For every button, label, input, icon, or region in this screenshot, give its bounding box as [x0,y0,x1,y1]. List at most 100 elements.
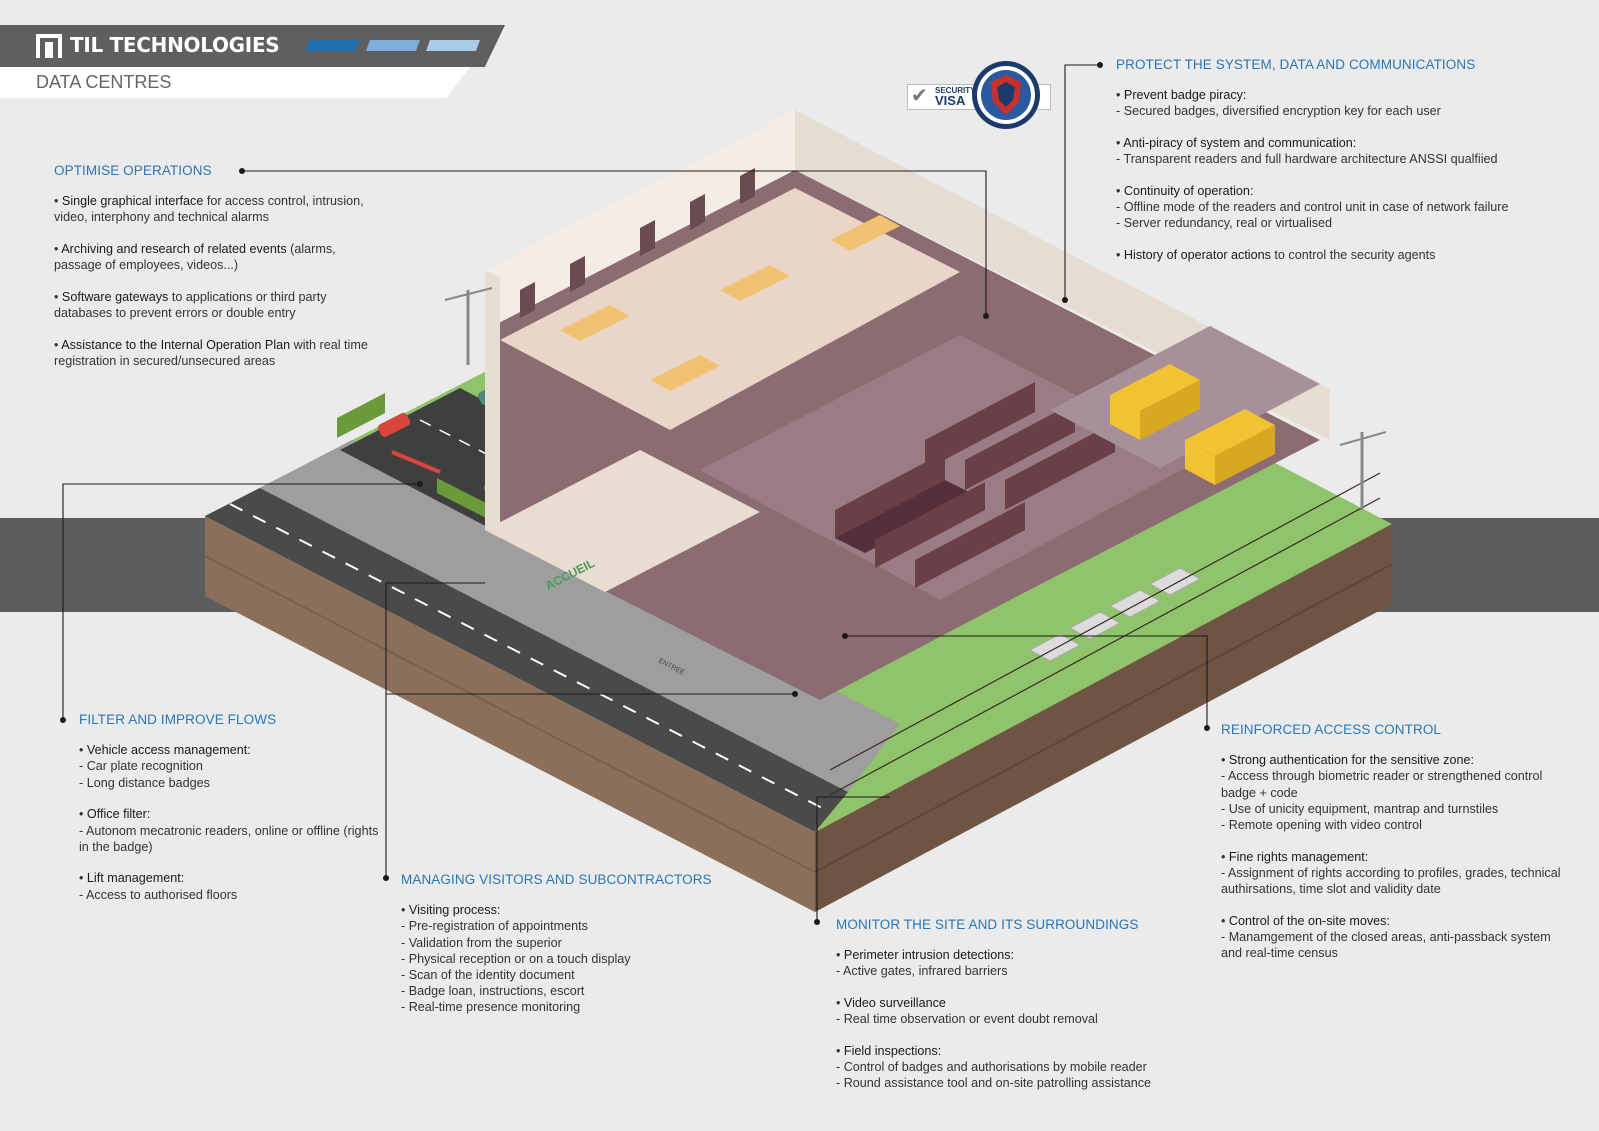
item-title: Office filter: [86,807,151,822]
item-title: Assistance to the Internal Operation Pla… [61,337,291,352]
subtitle-bar [0,67,470,98]
item-line: - Badge loan, instructions, escort [401,984,585,999]
list-item: • Lift management: - Access to authorise… [79,870,379,902]
item-line: - Remote opening with video control [1221,818,1422,833]
item-title: Lift management: [86,871,185,886]
item-line: - Car plate recognition [79,759,203,774]
item-line: - Use of unicity equipment, mantrap and … [1221,801,1499,816]
item-title: Perimeter intrusion detections: [843,948,1015,963]
item-line: - Real time observation or event doubt r… [836,1012,1098,1027]
list-item: • Visiting process: - Pre-registration o… [401,902,731,1015]
monitor-site-block: MONITOR THE SITE AND ITS SURROUNDINGS • … [836,917,1196,1107]
item-line: - Assignment of rights according to prof… [1221,865,1561,897]
item-text: for access control, intrusion, video, in… [54,194,364,225]
item-title: Vehicle access management: [86,743,251,758]
item-title: Control of the on-site moves: [1228,913,1390,928]
list-item: • Software gateways to applications or t… [54,290,327,321]
item-title: Archiving and research of related events [61,242,287,257]
list-item: • Single graphical interface for access … [54,194,364,225]
section-heading: MONITOR THE SITE AND ITS SURROUNDINGS [836,917,1139,932]
reinforced-access-block: REINFORCED ACCESS CONTROL • Strong authe… [1221,722,1571,977]
list-item: • Video surveillance - Real time observa… [836,995,1196,1027]
item-title: Fine rights management: [1228,849,1369,864]
item-text: with real time registration in secured/u… [54,337,368,369]
item-line: - Offline mode of the readers and contro… [1116,200,1509,215]
callout-dots [60,62,1210,925]
list-item: • Assistance to the Internal Operation P… [54,337,368,369]
reception-area [485,450,760,592]
brand-name: TIL TECHNOLOGIES [70,33,280,57]
item-line: - Server redundancy, real or virtualised [1116,216,1333,231]
item-text: to control the security agents [1270,248,1436,263]
item-line: - Real-time presence monitoring [401,1000,581,1015]
item-title: History of operator actions [1123,248,1271,263]
checkmark-icon: ✔ [911,85,928,107]
list-item: • Control of the on-site moves: - Manamg… [1221,913,1571,962]
section-heading: OPTIMISE OPERATIONS [54,163,212,178]
security-visa-badge: ✔ SECURITY VISA [907,60,1052,132]
item-line: - Transparent readers and full hardware … [1116,152,1498,167]
item-line: - Round assistance tool and on-site patr… [836,1076,1152,1091]
list-item: • Prevent badge piracy: - Secured badges… [1116,87,1556,119]
section-heading: PROTECT THE SYSTEM, DATA AND COMMUNICATI… [1116,57,1476,72]
list-item: • Office filter: - Autonom mecatronic re… [79,807,379,854]
section-heading: FILTER AND IMPROVE FLOWS [79,712,277,727]
item-title: Prevent badge piracy: [1123,88,1247,103]
list-item: • Field inspections: - Control of badges… [836,1043,1196,1092]
item-line: - Manamgement of the closed areas, anti-… [1221,930,1551,961]
list-item: • Perimeter intrusion detections: - Acti… [836,947,1196,979]
list-item: • Fine rights management: - Assignment o… [1221,849,1571,898]
item-line: - Access through biometric reader or str… [1221,769,1543,800]
list-item: • Continuity of operation: - Offline mod… [1116,183,1556,232]
item-line: - Access to authorised floors [79,887,238,902]
section-heading: MANAGING VISITORS AND SUBCONTRACTORS [401,872,712,887]
item-line: - Scan of the identity document [401,968,575,983]
item-title: Video surveillance [843,996,946,1011]
building-wall-left [485,110,795,330]
anssi-seal-icon [972,61,1040,129]
server-racks [835,382,1115,588]
cooling-units [1028,567,1202,662]
brand-stripe [304,40,360,51]
item-title: Single graphical interface [61,194,204,209]
brand-bar [0,25,505,67]
item-text: (alarms, passage of employees, videos...… [54,242,336,273]
item-line: - Validation from the superior [401,935,562,950]
list-item: • History of operator actions to control… [1116,248,1436,263]
item-line: - Long distance badges [79,775,210,790]
item-title: Visiting process: [408,903,501,918]
brand-stripe [425,40,481,51]
badge-security-text: SECURITY [935,86,976,95]
protect-system-block: PROTECT THE SYSTEM, DATA AND COMMUNICATI… [1116,57,1556,279]
callout-lines [62,64,1208,922]
item-line: - Secured badges, diversified encryption… [1116,104,1441,119]
item-line: - Physical reception or on a touch displ… [401,951,631,966]
brand-stripe [365,40,421,51]
page-subtitle: DATA CENTRES [36,72,172,92]
item-title: Field inspections: [843,1044,942,1059]
filter-flows-block: FILTER AND IMPROVE FLOWS • Vehicle acces… [79,712,379,918]
item-line: - Pre-registration of appointments [401,919,588,934]
item-line: - Autonom mecatronic readers, online or … [79,823,379,854]
item-title: Software gateways [61,290,169,305]
item-line: - Active gates, infrared barriers [836,964,1008,979]
item-title: Continuity of operation: [1123,184,1254,199]
item-line: - Control of badges and authorisations b… [836,1060,1147,1075]
office-area [500,188,960,430]
perimeter-fence [829,472,1381,796]
til-logo-icon [36,34,62,58]
generators [1110,364,1275,485]
section-heading: REINFORCED ACCESS CONTROL [1221,722,1442,737]
item-title: Strong authentication for the sensitive … [1228,753,1474,768]
badge-visa-text: VISA [935,93,966,108]
optimise-operations-block: OPTIMISE OPERATIONS • Single graphical i… [54,163,384,385]
road [205,488,848,832]
item-text: to applications or third party databases… [54,290,327,321]
list-item: • Archiving and research of related even… [54,242,336,273]
list-item: • Strong authentication for the sensitiv… [1221,752,1571,833]
list-item: • Vehicle access management: - Car plate… [79,742,379,791]
list-item: • Anti-piracy of system and communicatio… [1116,135,1556,167]
managing-visitors-block: MANAGING VISITORS AND SUBCONTRACTORS • V… [401,872,731,1031]
